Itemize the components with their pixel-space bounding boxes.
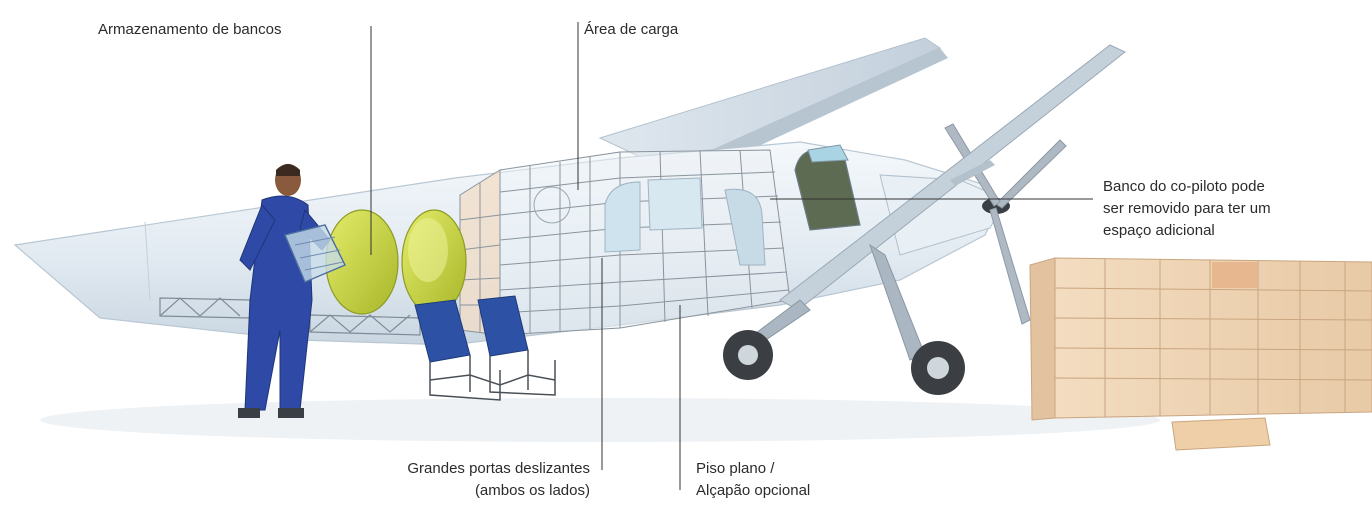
crew-member <box>238 164 346 418</box>
ground-shadow <box>40 398 1160 442</box>
flat-floor-label-line: Alçapão opcional <box>696 482 811 499</box>
flat-floor-label-line: Piso plano / <box>696 460 775 477</box>
cargo-boxes <box>1029 257 1372 451</box>
sliding-doors-label-line: (ambos os lados) <box>474 482 590 499</box>
flat-floor-label: Piso plano / Alçapão opcional <box>696 458 810 502</box>
copilot-seat-label: Banco do co-piloto pode ser removido par… <box>1103 176 1271 242</box>
copilot-seat-label-line: Banco do co-piloto pode <box>1103 178 1265 195</box>
cabin-windows <box>604 177 766 266</box>
leader-lines <box>370 22 1093 490</box>
seat-cushions <box>325 209 467 315</box>
cargo-area-label: Área de carga <box>584 21 679 38</box>
seat-storage-label: Armazenamento de bancos <box>98 21 282 38</box>
sliding-doors-label-line: Grandes portas deslizantes <box>407 460 590 477</box>
sliding-doors-label: Grandes portas deslizantes (ambos os lad… <box>300 458 590 502</box>
copilot-seat-label-line: ser removido para ter um <box>1103 200 1271 217</box>
copilot-seat-label-line: espaço adicional <box>1103 222 1215 239</box>
removed-seats <box>414 295 556 401</box>
landing-gear <box>723 243 965 395</box>
cockpit <box>794 144 861 231</box>
